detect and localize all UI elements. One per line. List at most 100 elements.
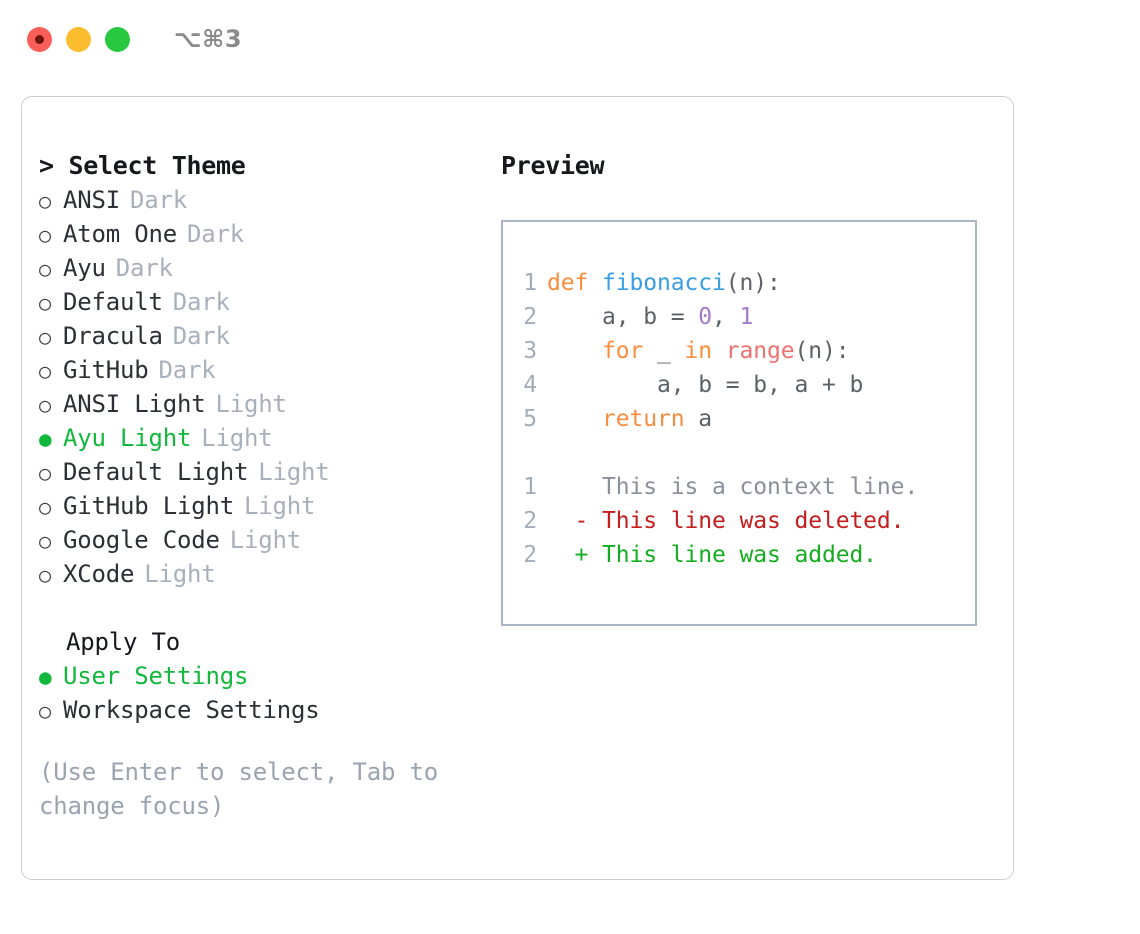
code-token-plain: a, b = b, a + b: [547, 372, 864, 398]
radio-unselected-icon: ○: [39, 291, 51, 315]
select-theme-heading: > Select Theme: [39, 151, 246, 180]
theme-kind-badge: Dark: [158, 356, 216, 384]
theme-name-label: Atom One: [63, 220, 177, 248]
radio-unselected-icon: ○: [39, 359, 51, 383]
theme-name-label: GitHub: [63, 356, 149, 384]
radio-selected-icon: ●: [39, 427, 52, 451]
code-token-plain: (n):: [794, 338, 850, 364]
theme-name-label: Ayu Light: [63, 424, 192, 452]
traffic-light-group: [27, 26, 130, 52]
theme-name-label: Default: [63, 288, 163, 316]
apply-to-option[interactable]: ● User Settings: [39, 659, 479, 693]
theme-list-item[interactable]: ○ Default Dark: [39, 285, 479, 319]
theme-kind-badge: Dark: [172, 288, 230, 316]
radio-unselected-icon: ○: [39, 325, 51, 349]
theme-list-item[interactable]: ● Ayu Light Light: [39, 421, 479, 455]
diff-sample: 1 This is a context line. 2 - This line w…: [503, 470, 975, 572]
code-token-plain: _: [643, 338, 685, 364]
radio-unselected-icon: ○: [39, 529, 51, 553]
code-token-kw: return: [602, 406, 685, 432]
list-spacer: [39, 591, 479, 625]
code-line-content: for _ in range(n):: [547, 334, 850, 368]
minimize-window-button[interactable]: [66, 26, 91, 52]
theme-kind-badge: Dark: [187, 220, 244, 248]
code-token-num: 1: [739, 304, 754, 330]
code-gap: [503, 436, 975, 470]
line-number: 5: [523, 406, 537, 432]
keyboard-hint-text: (Use Enter to select, Tab to change focu…: [39, 758, 438, 820]
theme-name-label: ANSI Light: [63, 390, 206, 418]
line-number: 3: [523, 338, 537, 364]
apply-to-label: User Settings: [63, 662, 249, 690]
theme-name-label: Dracula: [63, 322, 163, 350]
apply-to-option[interactable]: ○ Workspace Settings: [39, 693, 479, 727]
title-bar: ⌥⌘3: [0, 0, 1140, 78]
radio-unselected-icon: ○: [39, 257, 51, 281]
code-token-plain: [547, 406, 602, 432]
code-line-content: return a: [547, 402, 712, 436]
code-token-plain: (n):: [725, 270, 781, 296]
code-token-kw: for: [602, 338, 644, 364]
theme-kind-badge: Light: [258, 458, 330, 486]
theme-list-item[interactable]: ○ Atom One Dark: [39, 217, 479, 251]
radio-unselected-icon: ○: [39, 699, 51, 723]
radio-unselected-icon: ○: [39, 461, 51, 485]
diff-line: 2 + This line was added.: [503, 538, 975, 572]
code-line: 3 for _ in range(n):: [503, 334, 975, 368]
theme-list-item[interactable]: ○ GitHub Dark: [39, 353, 479, 387]
code-token-kw: def: [547, 270, 602, 296]
diff-line: 2 - This line was deleted.: [503, 504, 975, 538]
theme-kind-badge: Dark: [130, 186, 187, 214]
code-token-num: 0: [698, 304, 712, 330]
preview-heading: Preview: [501, 151, 605, 180]
diff-line-content: - This line was deleted.: [547, 508, 905, 534]
code-token-built: range: [725, 338, 795, 364]
radio-unselected-icon: ○: [39, 563, 51, 587]
radio-unselected-icon: ○: [39, 223, 51, 247]
line-number: 1: [523, 270, 537, 296]
code-token-plain: a: [684, 406, 712, 432]
theme-name-label: Ayu: [63, 254, 106, 282]
theme-name-label: XCode: [63, 560, 135, 588]
theme-name-label: Google Code: [63, 526, 220, 554]
diff-line-content: This is a context line.: [547, 474, 919, 500]
theme-name-label: GitHub Light: [63, 492, 234, 520]
code-token-fn: fibonacci: [602, 270, 726, 296]
radio-selected-icon: ●: [39, 665, 52, 689]
code-token-plain: [712, 338, 726, 364]
theme-name-label: ANSI: [63, 186, 120, 214]
code-line-content: a, b = 0, 1: [547, 300, 753, 334]
maximize-window-button[interactable]: [105, 26, 130, 52]
code-token-plain: ,: [711, 304, 740, 330]
theme-kind-badge: Light: [201, 424, 273, 452]
code-line-content: a, b = b, a + b: [547, 368, 863, 402]
theme-kind-badge: Dark: [172, 322, 230, 350]
apply-to-heading: Apply To: [66, 628, 180, 656]
line-number: 1: [523, 474, 537, 500]
line-number: 2: [523, 508, 537, 534]
keyboard-shortcut-label: ⌥⌘3: [174, 25, 243, 53]
theme-list-item[interactable]: ○ Google Code Light: [39, 523, 479, 557]
line-number: 2: [523, 304, 537, 330]
apply-to-label: Workspace Settings: [63, 696, 320, 724]
theme-kind-badge: Light: [229, 526, 301, 554]
code-line: 4 a, b = b, a + b: [503, 368, 975, 402]
code-token-kw: in: [684, 338, 713, 364]
code-line: 1 def fibonacci(n):: [503, 266, 975, 300]
close-window-button[interactable]: [27, 26, 52, 52]
theme-list-item[interactable]: ○ Dracula Dark: [39, 319, 479, 353]
radio-unselected-icon: ○: [39, 393, 51, 417]
